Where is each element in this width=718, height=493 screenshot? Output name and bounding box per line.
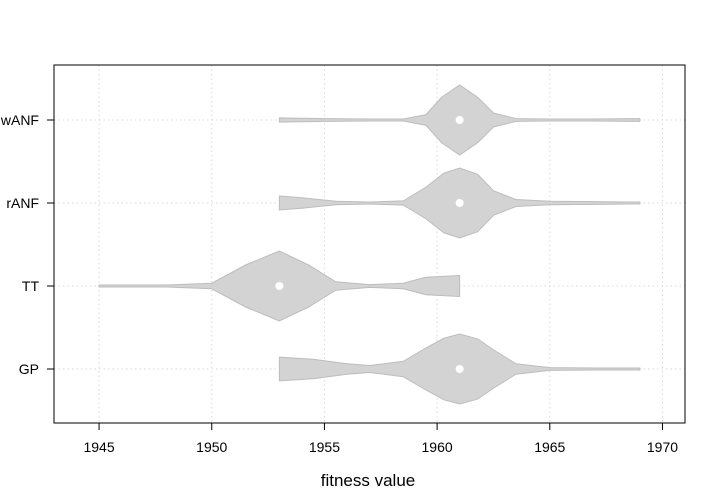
- x-tick-label: 1965: [534, 439, 565, 455]
- x-tick-label: 1970: [647, 439, 678, 455]
- plot-frame: [53, 64, 686, 424]
- x-tick-label: 1945: [83, 439, 114, 455]
- median-dot-rANF: [455, 199, 464, 207]
- y-tick-label: TT: [22, 278, 40, 294]
- violin-layer: [98, 84, 641, 405]
- y-tick-label: wANF: [0, 112, 39, 128]
- y-tick-label: GP: [19, 361, 39, 377]
- median-dot-wANF: [455, 116, 464, 124]
- y-tick-label: rANF: [6, 195, 39, 211]
- x-tick-label: 1955: [309, 439, 340, 455]
- median-dot-TT: [275, 282, 284, 290]
- x-tick-label: 1960: [422, 439, 453, 455]
- x-tick-label: 1950: [196, 439, 227, 455]
- median-dot-GP: [455, 365, 464, 373]
- axis-layer: 1945 1950 1955 1960 1965 1970 wANF rANF TT GP: [0, 112, 678, 455]
- x-axis-title: fitness value: [321, 471, 416, 490]
